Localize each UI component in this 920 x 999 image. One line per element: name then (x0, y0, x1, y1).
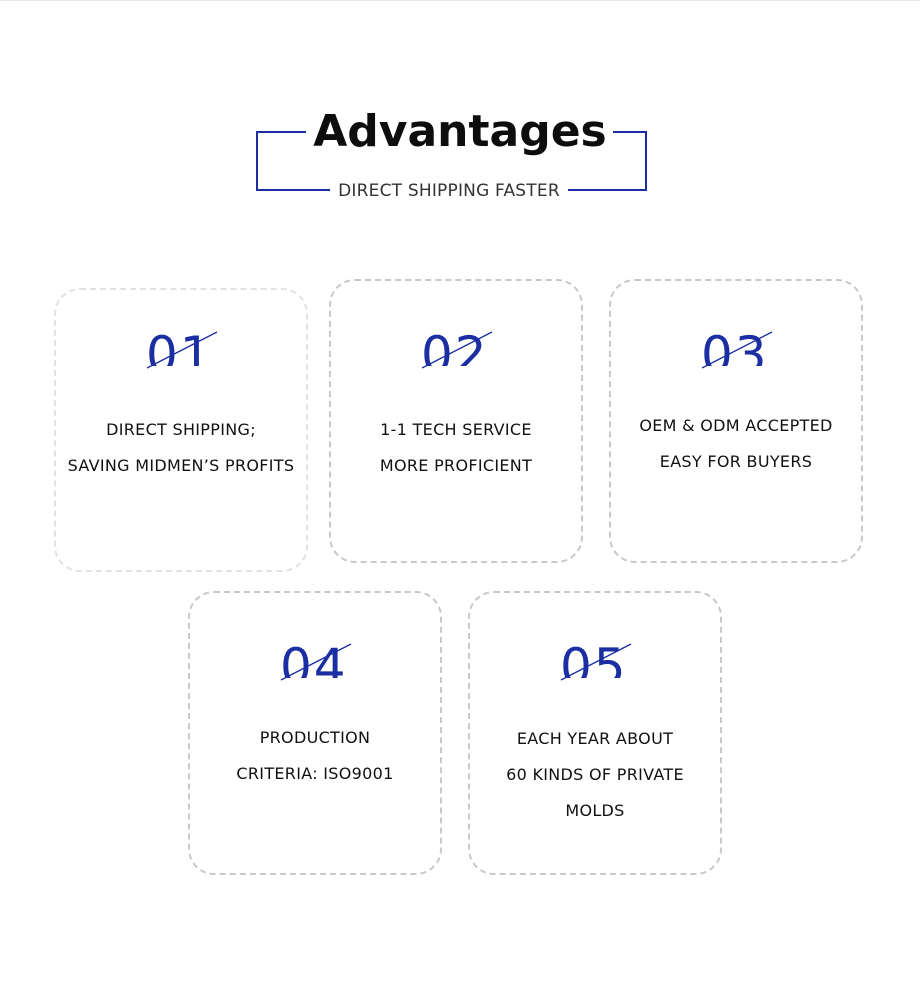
card-number: 05 (560, 638, 628, 678)
slash-decoration-icon (560, 643, 632, 681)
card-line: CRITERIA: ISO9001 (236, 764, 394, 783)
card-number: 02 (421, 326, 489, 366)
header-frame-left-line (306, 189, 330, 191)
card-line: MOLDS (565, 801, 625, 820)
header-frame-right-line (568, 189, 614, 191)
advantage-card-3: 03 OEM & ODM ACCEPTED EASY FOR BUYERS (609, 279, 863, 563)
page-subtitle: DIRECT SHIPPING FASTER (338, 181, 560, 201)
top-divider (0, 0, 920, 1)
slash-decoration-icon (421, 331, 493, 369)
card-line: PRODUCTION (259, 728, 371, 747)
card-number: 01 (146, 326, 214, 366)
advantage-card-1: 01 DIRECT SHIPPING; SAVING MIDMEN’S PROF… (54, 288, 308, 572)
slash-decoration-icon (701, 331, 773, 369)
card-line: 60 KINDS OF PRIVATE (506, 765, 684, 784)
card-line: DIRECT SHIPPING; (106, 420, 256, 439)
slash-decoration-icon (280, 643, 352, 681)
card-number: 03 (701, 326, 769, 366)
header-frame-right (613, 131, 647, 191)
card-number: 04 (280, 638, 348, 678)
card-line: OEM & ODM ACCEPTED (639, 416, 833, 435)
card-line: MORE PROFICIENT (379, 456, 533, 475)
card-line: EACH YEAR ABOUT (516, 729, 674, 748)
advantage-card-2: 02 1-1 TECH SERVICE MORE PROFICIENT (329, 279, 583, 563)
advantage-card-5: 05 EACH YEAR ABOUT 60 KINDS OF PRIVATE M… (468, 591, 722, 875)
card-line: EASY FOR BUYERS (659, 452, 813, 471)
advantage-card-4: 04 PRODUCTION CRITERIA: ISO9001 (188, 591, 442, 875)
page-title: Advantages (313, 106, 607, 157)
header-frame-left (256, 131, 306, 191)
slash-decoration-icon (146, 331, 218, 369)
card-line: SAVING MIDMEN’S PROFITS (67, 456, 295, 475)
card-line: 1-1 TECH SERVICE (380, 420, 532, 439)
